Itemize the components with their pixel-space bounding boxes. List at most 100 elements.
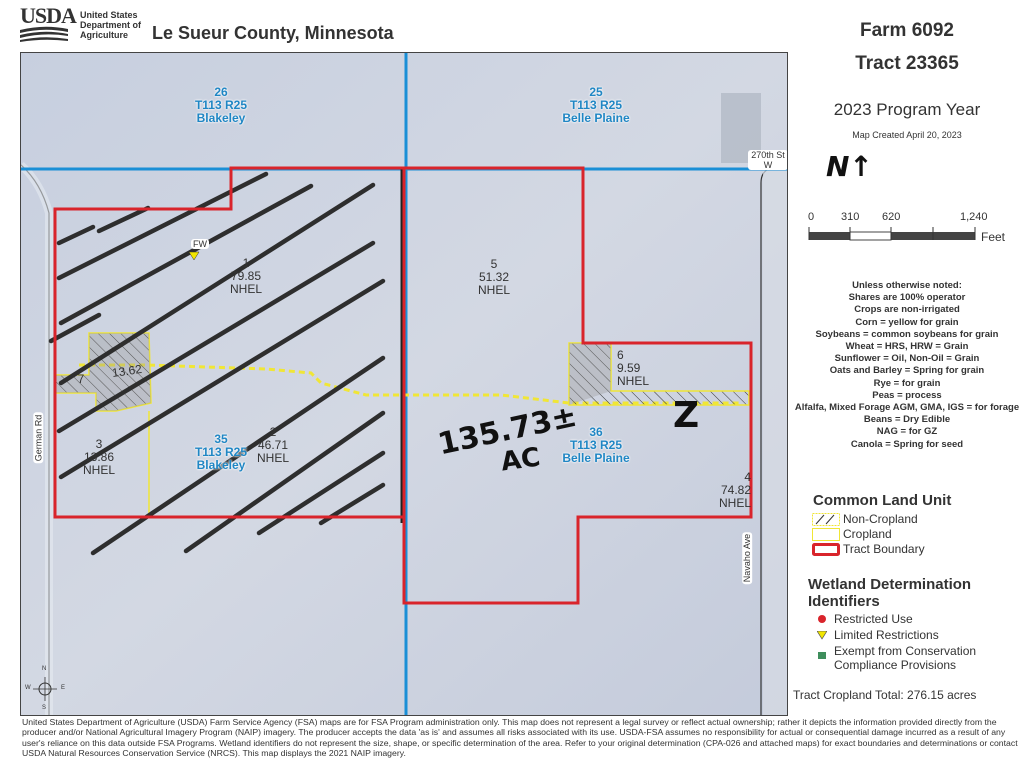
handwritten-ac: AC [499, 442, 543, 478]
footer-disclaimer: United States Department of Agriculture … [22, 717, 1018, 758]
compass-rose-icon [33, 677, 57, 701]
section-name: Blakeley [196, 458, 246, 472]
note-line: Soybeans = common soybeans for grain [815, 328, 999, 340]
yellow-triangle-icon [817, 630, 827, 640]
scale-tick-310: 310 [841, 211, 860, 223]
clu-hel: NHEL [256, 451, 289, 465]
scale-tick-1240: 1,240 [960, 211, 988, 223]
clu-number: 7 [77, 372, 85, 386]
clu-hel: NHEL [229, 282, 262, 296]
agency-line-2: Department of [80, 20, 142, 30]
handwritten-z-mark: Z [673, 395, 700, 436]
agency-name: United States Department of Agriculture [80, 10, 141, 40]
section-name: Belle Plaine [562, 451, 630, 465]
clu-label-3[interactable]: 3 13.86 NHEL [69, 438, 129, 477]
section-name: Blakeley [196, 111, 246, 125]
road-label-270th-st-w: 270th St W [748, 150, 787, 170]
road-label-german-rd: German Rd [33, 412, 44, 464]
wetland-title-line2: Identifiers [808, 593, 880, 610]
non-cropland-swatch-icon [812, 512, 840, 526]
section-township: T113 R25 [194, 98, 248, 112]
legend-label: Exempt from Conservation [834, 644, 977, 658]
clu-hel: NHEL [82, 463, 115, 477]
legend-limited-restrictions: Limited Restrictions [817, 628, 939, 642]
note-line: Beans = Dry Edible [863, 414, 951, 426]
clu-hel: NHEL [718, 496, 751, 510]
note-line: Unless otherwise noted: [852, 280, 962, 291]
note-line: Wheat = HRS, HRW = Grain [845, 341, 969, 353]
clu-legend-title: Common Land Unit [813, 492, 952, 509]
legend-label: Restricted Use [834, 612, 913, 626]
section-label-25: 25 T113 R25 Belle Plaine [541, 86, 651, 125]
clu-acres: 74.82 [720, 483, 751, 497]
section-number: 35 [214, 432, 228, 446]
usda-logo-swoosh-icon [20, 26, 68, 42]
wetland-legend-title: Wetland Determination Identifiers [808, 576, 971, 610]
clu-number: 2 [269, 425, 277, 439]
section-number: 25 [589, 85, 603, 99]
legend-restricted-use: Restricted Use [818, 612, 913, 626]
clu-acres: 51.32 [478, 270, 510, 284]
map-created-date: Map Created April 20, 2023 [852, 130, 962, 140]
clu-acres: 46.71 [257, 438, 289, 452]
clu-acres: 9.59 [617, 361, 641, 375]
usda-logo-text: USDA [20, 3, 77, 28]
section-township: T113 R25 [569, 438, 623, 452]
tract-number: Tract 23365 [855, 53, 959, 74]
road-label-navaho-ave: Navaho Ave [742, 531, 753, 585]
clu-hel: NHEL [477, 283, 510, 297]
legend-label: Cropland [843, 527, 892, 541]
wetland-marker-icon [188, 251, 200, 261]
note-line: Crops are non-irrigated [854, 304, 960, 316]
farm-number: Farm 6092 [859, 20, 954, 41]
map-canvas [21, 53, 787, 715]
note-line: Sunflower = Oil, Non-Oil = Grain [834, 353, 980, 365]
legend-label: Non-Cropland [843, 512, 918, 526]
note-line: Oats and Barley = Spring for grain [829, 365, 985, 377]
legend-cropland: Cropland [812, 527, 892, 541]
usda-logo: USDA [20, 3, 77, 42]
cropland-swatch-icon [812, 527, 840, 541]
clu-label-5[interactable]: 5 51.32 NHEL [464, 258, 524, 297]
note-line: Alfalfa, Mixed Forage AGM, GMA, IGS = fo… [794, 402, 1020, 414]
section-label-35: 35 T113 R25 Blakeley [166, 433, 276, 472]
map-sidebar: Farm 6092 Tract 23365 2023 Program Year … [790, 0, 1024, 716]
section-label-36: 36 T113 R25 Belle Plaine [541, 426, 651, 465]
legend-label-2: Compliance Provisions [834, 658, 957, 672]
clu-hel: NHEL [617, 374, 650, 388]
clu-label-4[interactable]: 4 74.82 NHEL [701, 471, 751, 510]
map-view[interactable]: 26 T113 R25 Blakeley 25 T113 R25 Belle P… [20, 52, 788, 716]
section-number: 26 [214, 85, 228, 99]
compass-n: N [42, 666, 47, 672]
wetland-fw-label[interactable]: FW [191, 239, 209, 249]
section-township: T113 R25 [569, 98, 623, 112]
agency-line-1: United States [80, 10, 138, 20]
scale-tick-620: 620 [882, 211, 901, 223]
tract-boundary-swatch-icon [812, 542, 840, 556]
legend-non-cropland: Non-Cropland [812, 512, 918, 526]
compass-s: S [42, 705, 47, 711]
clu-number: 1 [242, 256, 250, 270]
legend-label: Limited Restrictions [834, 628, 939, 642]
scale-tick-0: 0 [808, 211, 815, 223]
tract-cropland-total: Tract Cropland Total: 276.15 acres [793, 688, 977, 702]
scale-unit: Feet [981, 230, 1006, 244]
section-name: Belle Plaine [562, 111, 630, 125]
clu-label-1[interactable]: 1 79.85 NHEL [216, 257, 276, 296]
county-title: Le Sueur County, Minnesota [152, 23, 394, 43]
note-line: Peas = process [872, 389, 942, 401]
note-line: Rye = for grain [873, 377, 941, 389]
wetland-title-line1: Wetland Determination [808, 576, 972, 593]
section-label-26: 26 T113 R25 Blakeley [166, 86, 276, 125]
clu-acres: 79.85 [230, 269, 262, 283]
agency-line-3: Agriculture [80, 30, 129, 40]
compass-e: E [61, 685, 66, 691]
green-square-icon [818, 652, 826, 659]
legend-label: Tract Boundary [843, 542, 925, 556]
clu-label-2[interactable]: 2 46.71 NHEL [243, 426, 303, 465]
note-line: Corn = yellow for grain [855, 316, 959, 328]
clu-label-6[interactable]: 6 9.59 NHEL [617, 349, 667, 388]
clu-label-7[interactable]: 7 [74, 373, 88, 386]
clu-number: 5 [490, 257, 498, 271]
red-circle-icon [818, 615, 826, 623]
